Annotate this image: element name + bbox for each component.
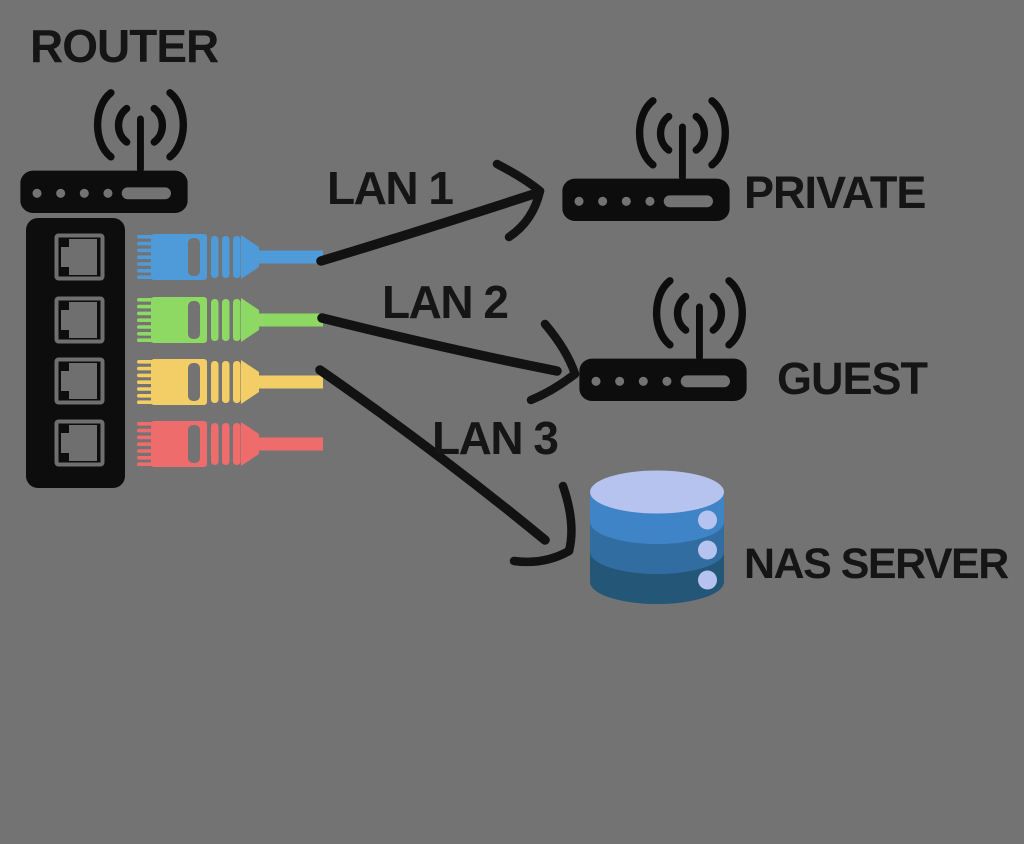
router-label: ROUTER [30,20,219,72]
nas-database-icon [589,470,726,604]
arrow-lan2 [317,313,580,405]
private-router-icon [562,88,730,221]
nas-label: NAS SERVER [744,540,1009,588]
lan3-label: LAN 3 [432,412,559,464]
lan1-label: LAN 1 [327,162,454,214]
guest-router-icon [579,268,747,401]
arrow-lan3 [315,365,576,567]
arrow-lan1 [316,159,545,266]
lan2-label: LAN 2 [382,276,509,328]
guest-label: GUEST [777,353,928,404]
private-label: PRIVATE [744,167,926,218]
